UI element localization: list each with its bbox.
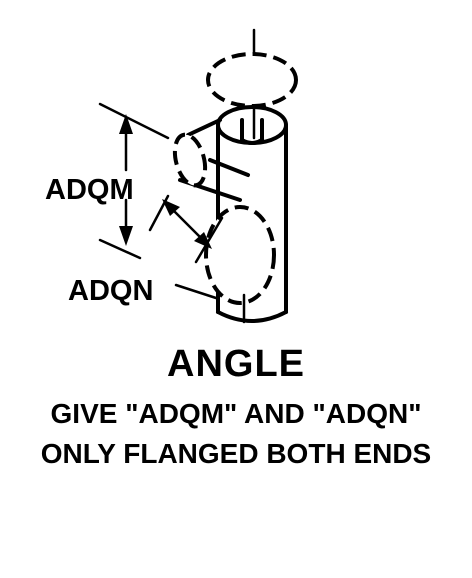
pipe-stub xyxy=(240,118,264,145)
adqn-label: ADQN xyxy=(68,275,153,307)
side-flange xyxy=(172,132,208,188)
dimension-adqm xyxy=(98,102,170,260)
instruction-line-1: GIVE "ADQM" AND "ADQN" xyxy=(50,398,422,429)
instruction-line-2: ONLY FLANGED BOTH ENDS xyxy=(40,438,432,469)
adqm-label: ADQM xyxy=(45,174,134,206)
top-flange xyxy=(206,52,298,108)
dimension-adqn xyxy=(148,194,224,300)
figure-title: ANGLE xyxy=(167,343,305,385)
bottom-flange xyxy=(204,205,276,305)
